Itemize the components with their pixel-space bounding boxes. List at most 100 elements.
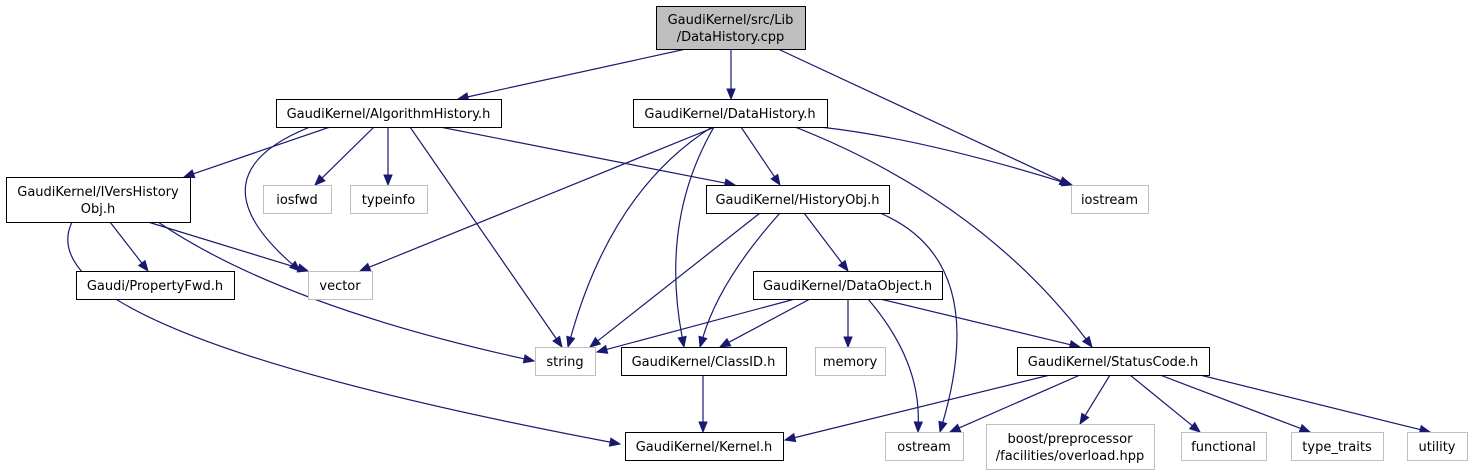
node-type-traits: type_traits bbox=[1291, 432, 1384, 461]
node-history-obj[interactable]: GaudiKernel/HistoryObj.h bbox=[706, 185, 890, 214]
node-string-label-line-1: string bbox=[546, 355, 583, 370]
node-data-object-box bbox=[753, 271, 943, 300]
node-utility-box bbox=[1407, 432, 1468, 461]
node-history-obj-box bbox=[706, 185, 890, 214]
node-ostream-label-line-1: ostream bbox=[897, 440, 951, 455]
node-utility-label-line-1: utility bbox=[1419, 440, 1456, 455]
edge-algorithm-history-to-vector bbox=[244, 126, 311, 272]
edge-algorithm-history-to-ivers-history-obj-line bbox=[193, 126, 331, 175]
node-ivers-history-obj-box bbox=[6, 177, 191, 223]
edge-algorithm-history-to-iosfwd-arrowhead bbox=[314, 174, 326, 186]
edge-history-obj-to-class-id-arrowhead bbox=[698, 335, 708, 349]
node-string: string bbox=[535, 347, 596, 376]
node-algorithm-history-label-line-1: GaudiKernel/AlgorithmHistory.h bbox=[287, 107, 491, 122]
edge-algorithm-history-to-vector-arrowhead bbox=[288, 260, 302, 272]
node-status-code[interactable]: GaudiKernel/StatusCode.h bbox=[1017, 347, 1210, 376]
edge-history-obj-to-ostream-arrowhead bbox=[938, 420, 948, 434]
edge-data-history-to-class-id bbox=[675, 126, 715, 349]
edge-data-history-to-vector-line bbox=[369, 126, 716, 268]
node-ivers-history-obj-label-line-2: Obj.h bbox=[81, 202, 115, 217]
node-ostream: ostream bbox=[885, 432, 964, 461]
node-typeinfo-label-line-1: typeinfo bbox=[362, 193, 415, 208]
node-kernel-box bbox=[625, 432, 784, 461]
edge-data-object-to-status-code bbox=[879, 298, 1082, 350]
node-data-history[interactable]: GaudiKernel/DataHistory.h bbox=[633, 99, 828, 128]
edge-data-object-to-ostream-line bbox=[867, 298, 919, 423]
node-functional-label-line-1: functional bbox=[1191, 440, 1256, 455]
node-string-box bbox=[535, 347, 596, 376]
edge-algorithm-history-to-typeinfo-arrowhead bbox=[383, 174, 393, 187]
node-property-fwd-box bbox=[76, 271, 235, 300]
node-memory-label-line-1: memory bbox=[823, 355, 878, 370]
edge-ivers-history-obj-to-property-fwd-arrowhead bbox=[137, 259, 149, 273]
node-boost-overload-label-line-1: boost/preprocessor bbox=[1008, 432, 1134, 447]
node-algorithm-history[interactable]: GaudiKernel/AlgorithmHistory.h bbox=[276, 99, 502, 128]
node-memory-box bbox=[815, 347, 886, 376]
node-boost-overload: boost/preprocessor/facilities/overload.h… bbox=[986, 424, 1155, 470]
edge-data-history-to-iostream-line bbox=[819, 126, 1063, 183]
edge-ivers-history-obj-to-vector-line bbox=[147, 221, 299, 269]
edge-algorithm-history-to-iosfwd-line bbox=[321, 126, 375, 179]
edge-ivers-history-obj-to-vector bbox=[147, 221, 310, 273]
edge-ivers-history-obj-to-string-arrowhead bbox=[522, 354, 536, 364]
node-data-history-box bbox=[633, 99, 828, 128]
edge-data-object-to-string-arrowhead bbox=[595, 344, 609, 354]
node-property-fwd-label-line-1: Gaudi/PropertyFwd.h bbox=[87, 279, 223, 294]
edge-algorithm-history-to-string-arrowhead bbox=[552, 335, 563, 349]
node-boost-overload-label-line-2: /facilities/overload.hpp bbox=[996, 449, 1144, 464]
edge-algorithm-history-to-history-obj-line bbox=[439, 126, 726, 184]
edge-status-code-to-boost-overload-line bbox=[1084, 374, 1111, 416]
edge-algorithm-history-to-typeinfo bbox=[383, 127, 393, 187]
node-class-id[interactable]: GaudiKernel/ClassID.h bbox=[621, 347, 787, 376]
edge-data-history-to-status-code bbox=[794, 126, 1093, 349]
edge-data-history-to-class-id-line bbox=[675, 126, 715, 338]
edge-history-obj-to-ostream-line bbox=[879, 212, 958, 423]
edge-algorithm-history-to-ivers-history-obj-arrowhead bbox=[182, 169, 196, 179]
edge-status-code-to-functional-line bbox=[1129, 374, 1193, 427]
node-data-object[interactable]: GaudiKernel/DataObject.h bbox=[753, 271, 943, 300]
edge-data-history-to-status-code-arrowhead bbox=[1081, 335, 1093, 349]
node-iostream-label-line-1: iostream bbox=[1081, 193, 1138, 208]
node-kernel[interactable]: GaudiKernel/Kernel.h bbox=[625, 432, 784, 461]
node-ostream-box bbox=[885, 432, 964, 461]
edge-history-obj-to-class-id bbox=[698, 212, 781, 349]
edge-history-obj-to-data-object-arrowhead bbox=[837, 259, 849, 273]
edge-data-object-to-class-id-line bbox=[728, 298, 811, 343]
edge-status-code-to-kernel-line bbox=[794, 374, 1051, 439]
node-property-fwd[interactable]: Gaudi/PropertyFwd.h bbox=[76, 271, 235, 300]
edge-algorithm-history-to-iosfwd bbox=[314, 126, 375, 186]
edge-history-obj-to-ostream bbox=[879, 212, 958, 434]
node-vector-label-line-1: vector bbox=[319, 279, 361, 294]
edge-status-code-to-boost-overload-arrowhead bbox=[1079, 412, 1090, 426]
node-functional: functional bbox=[1181, 432, 1267, 461]
edge-status-code-to-type-traits-line bbox=[1159, 374, 1301, 430]
edge-history-obj-to-string bbox=[588, 212, 761, 348]
edge-status-code-to-functional-arrowhead bbox=[1188, 421, 1202, 433]
node-iosfwd: iosfwd bbox=[263, 185, 332, 214]
node-type-traits-label-line-1: type_traits bbox=[1302, 440, 1372, 455]
edge-data-object-to-ostream-arrowhead bbox=[913, 421, 924, 434]
edge-root-to-algorithm-history-line bbox=[467, 48, 687, 98]
edge-ivers-history-obj-to-vector-arrowhead bbox=[296, 263, 310, 273]
edge-algorithm-history-to-string-line bbox=[409, 126, 557, 340]
edge-data-history-to-class-id-arrowhead bbox=[677, 335, 687, 349]
edge-ivers-history-obj-to-kernel bbox=[67, 221, 622, 447]
edge-root-to-data-history bbox=[726, 49, 736, 101]
edge-data-history-to-iostream bbox=[819, 126, 1074, 187]
edge-history-obj-to-string-line bbox=[597, 212, 761, 342]
edge-class-id-to-kernel bbox=[698, 375, 708, 434]
node-root-label-line-2: /DataHistory.cpp bbox=[677, 30, 785, 45]
edge-status-code-to-type-traits-arrowhead bbox=[1298, 423, 1312, 433]
edge-history-obj-to-data-object-line bbox=[803, 212, 843, 264]
node-class-id-box bbox=[621, 347, 787, 376]
edge-root-to-data-history-arrowhead bbox=[726, 88, 736, 101]
edge-status-code-to-ostream-arrowhead bbox=[948, 423, 962, 433]
node-class-id-label-line-1: GaudiKernel/ClassID.h bbox=[632, 355, 776, 370]
edge-ivers-history-obj-to-property-fwd bbox=[109, 221, 149, 273]
edge-data-object-to-string bbox=[595, 298, 796, 354]
node-root[interactable]: GaudiKernel/src/Lib/DataHistory.cpp bbox=[656, 6, 806, 50]
edge-data-history-to-status-code-line bbox=[794, 126, 1087, 340]
node-memory: memory bbox=[815, 347, 886, 376]
